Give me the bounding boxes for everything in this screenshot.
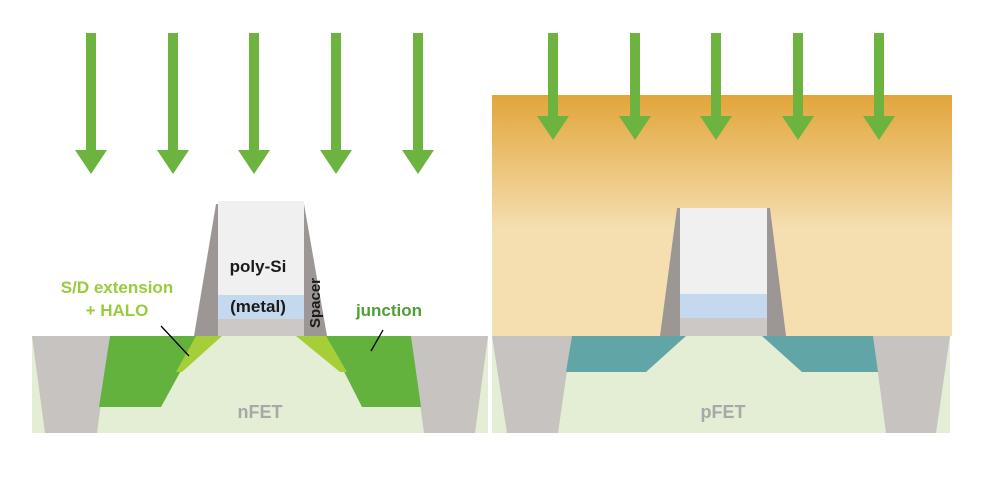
- sd-extension-label-line1: S/D extension: [61, 278, 173, 297]
- arrow-down-icon: [782, 33, 814, 140]
- junction-label: junction: [355, 301, 422, 320]
- arrow-down-icon: [157, 33, 189, 174]
- sd-extension-leader-line: [160, 325, 190, 357]
- sd-extension-label-line2: + HALO: [86, 301, 149, 320]
- pfet-gate-poly: [680, 208, 767, 294]
- arrow-down-icon: [238, 33, 270, 174]
- nfet-gate-metal: [218, 295, 304, 319]
- arrow-down-icon: [863, 33, 895, 140]
- pfet-gate-oxide: [680, 318, 767, 336]
- arrow-down-icon: [700, 33, 732, 140]
- nfet-isolation-left: [32, 336, 110, 433]
- pfet-gate-metal: [680, 294, 767, 318]
- pfet-isolation-right: [873, 336, 950, 433]
- nfet-gate-oxide: [218, 319, 304, 336]
- spacer-label: Spacer: [307, 278, 324, 328]
- arrow-down-icon: [320, 33, 352, 174]
- nfet-label: nFET: [238, 402, 283, 422]
- pfet-device: [492, 95, 952, 433]
- arrow-down-icon: [75, 33, 107, 174]
- junction-leader-line: [370, 329, 384, 352]
- arrow-down-icon: [537, 33, 569, 140]
- nfet-junction-right: [326, 336, 421, 407]
- pfet-label: pFET: [701, 402, 746, 422]
- nfet-gate-poly: [218, 201, 304, 295]
- nfet-implant-arrows: [75, 33, 434, 174]
- pfet-junction-right: [762, 336, 878, 372]
- nfet-extension-left: [176, 336, 222, 372]
- pfet-junction-left: [566, 336, 686, 372]
- pfet-implant-arrows: [537, 33, 895, 140]
- poly-si-label: poly-Si: [230, 257, 287, 276]
- nfet-junction-left: [99, 336, 200, 407]
- metal-label: (metal): [230, 297, 286, 316]
- arrow-down-icon: [619, 33, 651, 140]
- nfet-extension-right: [296, 336, 347, 372]
- nfet-isolation-right: [411, 336, 488, 433]
- arrow-down-icon: [402, 33, 434, 174]
- pfet-isolation-left: [492, 336, 572, 433]
- nfet-device: [32, 201, 488, 433]
